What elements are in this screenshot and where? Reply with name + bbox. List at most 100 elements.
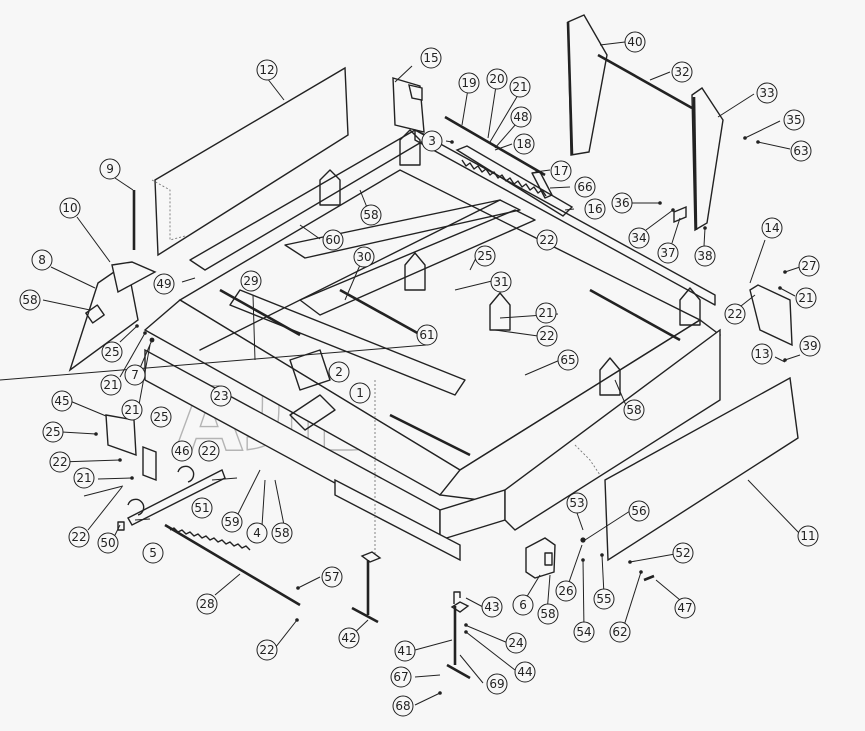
callout-67: 67 bbox=[390, 666, 412, 688]
callout-25: 25 bbox=[474, 245, 496, 267]
callout-50: 50 bbox=[97, 532, 119, 554]
callout-10: 10 bbox=[59, 197, 81, 219]
callout-22: 22 bbox=[198, 440, 220, 462]
callout-3: 3 bbox=[421, 130, 443, 152]
callout-22: 22 bbox=[536, 325, 558, 347]
svg-text:59: 59 bbox=[224, 515, 239, 529]
callout-24: 24 bbox=[505, 632, 527, 654]
svg-text:32: 32 bbox=[674, 65, 689, 79]
svg-text:52: 52 bbox=[675, 546, 690, 560]
svg-text:11: 11 bbox=[800, 529, 815, 543]
svg-text:40: 40 bbox=[627, 35, 642, 49]
svg-text:21: 21 bbox=[124, 403, 139, 417]
svg-text:33: 33 bbox=[759, 86, 774, 100]
svg-text:25: 25 bbox=[153, 410, 168, 424]
svg-text:35: 35 bbox=[786, 113, 801, 127]
callout-21: 21 bbox=[73, 467, 95, 489]
callout-63: 63 bbox=[790, 140, 812, 162]
callout-44: 44 bbox=[514, 661, 536, 683]
svg-text:22: 22 bbox=[71, 530, 86, 544]
callouts: 12 15 19 20 21 48 3 18 17 66 16 40 32 33… bbox=[19, 31, 821, 717]
svg-text:58: 58 bbox=[540, 607, 555, 621]
svg-text:45: 45 bbox=[54, 394, 69, 408]
callout-23: 23 bbox=[210, 385, 232, 407]
callout-21: 21 bbox=[100, 374, 122, 396]
svg-text:16: 16 bbox=[587, 202, 602, 216]
svg-text:34: 34 bbox=[631, 231, 646, 245]
callout-39: 39 bbox=[799, 335, 821, 357]
svg-text:37: 37 bbox=[660, 246, 675, 260]
svg-text:43: 43 bbox=[484, 600, 499, 614]
svg-text:22: 22 bbox=[201, 444, 216, 458]
svg-text:56: 56 bbox=[631, 504, 646, 518]
svg-text:63: 63 bbox=[793, 144, 808, 158]
svg-text:58: 58 bbox=[626, 403, 641, 417]
svg-text:58: 58 bbox=[363, 208, 378, 222]
svg-text:26: 26 bbox=[558, 584, 573, 598]
callout-60: 60 bbox=[322, 229, 344, 251]
callout-6: 6 bbox=[512, 594, 534, 616]
svg-text:6: 6 bbox=[519, 598, 527, 612]
svg-text:68: 68 bbox=[395, 699, 410, 713]
svg-text:62: 62 bbox=[612, 625, 627, 639]
svg-text:21: 21 bbox=[538, 306, 553, 320]
svg-text:61: 61 bbox=[419, 328, 434, 342]
callout-20: 20 bbox=[486, 68, 508, 90]
callout-69: 69 bbox=[486, 673, 508, 695]
callout-28: 28 bbox=[196, 593, 218, 615]
callout-31: 31 bbox=[490, 271, 512, 293]
callout-30: 30 bbox=[353, 246, 375, 268]
svg-text:21: 21 bbox=[76, 471, 91, 485]
part-left-shield bbox=[68, 190, 157, 372]
callout-52: 52 bbox=[672, 542, 694, 564]
callout-13: 13 bbox=[751, 343, 773, 365]
svg-text:30: 30 bbox=[356, 250, 371, 264]
part-rod-and-cutter-bar bbox=[444, 115, 574, 217]
svg-text:25: 25 bbox=[477, 249, 492, 263]
svg-text:21: 21 bbox=[103, 378, 118, 392]
svg-text:50: 50 bbox=[100, 536, 115, 550]
callout-40: 40 bbox=[624, 31, 646, 53]
callout-5: 5 bbox=[142, 542, 164, 564]
svg-text:44: 44 bbox=[517, 665, 532, 679]
svg-text:18: 18 bbox=[516, 137, 531, 151]
callout-37: 37 bbox=[657, 242, 679, 264]
callout-21: 21 bbox=[795, 287, 817, 309]
callout-21: 21 bbox=[509, 76, 531, 98]
callout-65: 65 bbox=[557, 349, 579, 371]
part-rear-panel bbox=[151, 66, 349, 257]
svg-text:22: 22 bbox=[539, 329, 554, 343]
callout-29: 29 bbox=[240, 270, 262, 292]
callout-26: 26 bbox=[555, 580, 577, 602]
callout-42: 42 bbox=[338, 627, 360, 649]
callout-68: 68 bbox=[392, 695, 414, 717]
svg-text:20: 20 bbox=[489, 72, 504, 86]
callout-59: 59 bbox=[221, 511, 243, 533]
callout-45: 45 bbox=[51, 390, 73, 412]
callout-38: 38 bbox=[694, 245, 716, 267]
svg-text:22: 22 bbox=[539, 233, 554, 247]
svg-text:47: 47 bbox=[677, 601, 692, 615]
callout-2: 2 bbox=[328, 361, 350, 383]
callout-22: 22 bbox=[68, 526, 90, 548]
callout-11: 11 bbox=[797, 525, 819, 547]
svg-text:57: 57 bbox=[324, 570, 339, 584]
svg-text:2: 2 bbox=[335, 365, 343, 379]
svg-text:51: 51 bbox=[194, 501, 209, 515]
svg-text:36: 36 bbox=[614, 196, 629, 210]
callout-4: 4 bbox=[246, 522, 268, 544]
callout-61: 61 bbox=[416, 324, 438, 346]
svg-text:46: 46 bbox=[174, 444, 189, 458]
callout-66: 66 bbox=[574, 176, 596, 198]
svg-text:66: 66 bbox=[577, 180, 592, 194]
svg-text:54: 54 bbox=[576, 625, 591, 639]
callout-21: 21 bbox=[535, 302, 557, 324]
svg-text:25: 25 bbox=[45, 425, 60, 439]
svg-text:1: 1 bbox=[356, 386, 364, 400]
callout-14: 14 bbox=[761, 217, 783, 239]
callout-7: 7 bbox=[124, 364, 146, 386]
svg-text:41: 41 bbox=[397, 644, 412, 658]
svg-text:7: 7 bbox=[131, 368, 139, 382]
callout-18: 18 bbox=[513, 133, 535, 155]
callout-41: 41 bbox=[394, 640, 416, 662]
